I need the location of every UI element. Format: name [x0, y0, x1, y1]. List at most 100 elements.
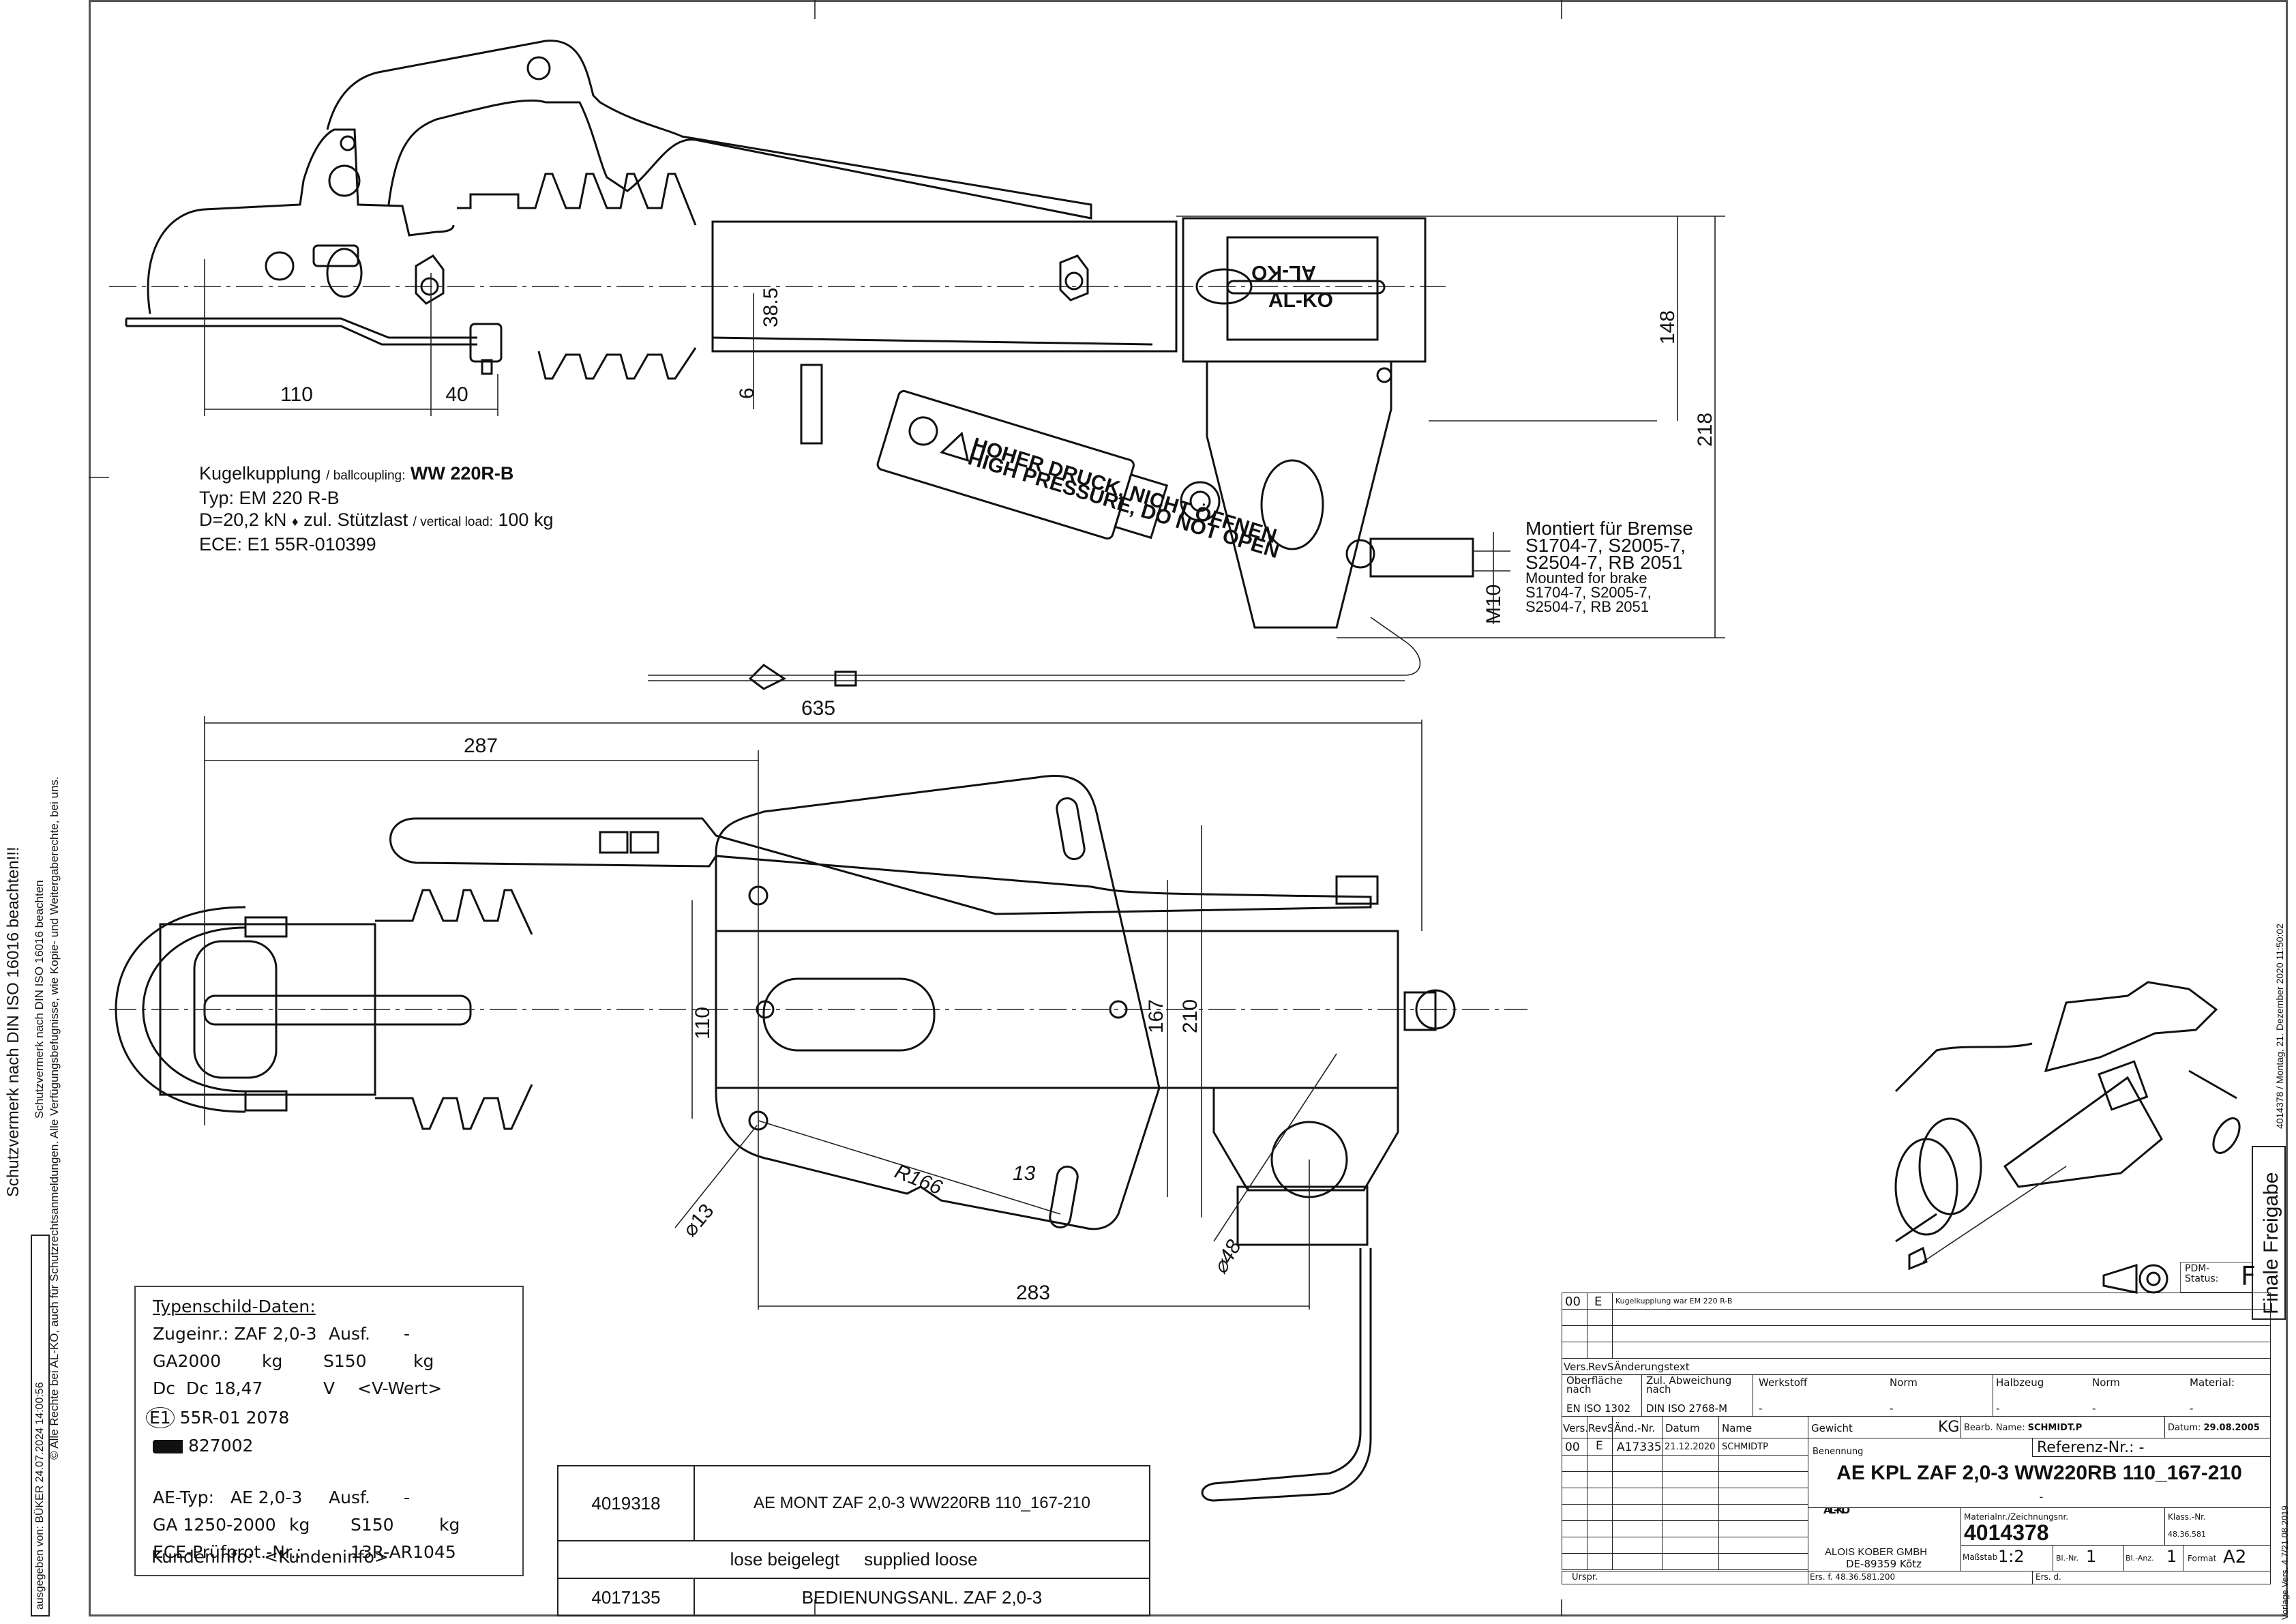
parts-list: 4019318 AE MONT ZAF 2,0-3 WW220RB 110_16… [557, 1465, 1150, 1616]
coupling-spec: Kugelkupplung / ballcoupling: WW 220R-B … [199, 462, 553, 555]
brand-label-mirrored: AL-KO [1251, 261, 1316, 284]
nameplate-title: Typenschild-Daten: [153, 1297, 316, 1316]
dim-287: 287 [464, 735, 498, 757]
norm1-label: Norm [1890, 1376, 1918, 1389]
dim-r166: R166 [891, 1160, 945, 1200]
spec-vertical-load-label: zul. Stützlast [303, 510, 408, 530]
company-address: DE-89359 Kötz [1846, 1558, 1922, 1570]
date-value: 29.08.2005 [2203, 1423, 2260, 1433]
sheet-count-label: Bl.-Anz. [2126, 1554, 2154, 1563]
material-label: Material: [2190, 1376, 2235, 1389]
change-revs: E [1596, 1439, 1603, 1453]
class-number-label: Klass.-Nr. [2168, 1512, 2206, 1522]
parts-item-number: 4019318 [558, 1466, 695, 1541]
material-number-label: Materialnr./Zeichnungsnr. [1964, 1512, 2069, 1522]
class-number-value: 48.36.581 [2168, 1530, 2206, 1539]
change-header-name: Name [1722, 1422, 1753, 1434]
norm1-value: - [1890, 1402, 1894, 1415]
change-name: SCHMIDTP [1722, 1442, 1768, 1452]
drawbar-tube [711, 220, 1178, 353]
designation-label: Benennung [1813, 1447, 1864, 1457]
werkstoff-value: - [1759, 1402, 1763, 1415]
sheet-frame [89, 0, 2288, 1616]
change-header-vers: Vers. [1563, 1422, 1587, 1434]
spec-vertical-load-value: 100 kg [498, 510, 554, 530]
dim-6: 6 [736, 387, 758, 399]
top-view: 635 287 110 167 210 ⌀13 R166 13 283 ⌀48 [109, 697, 1527, 1502]
brake-note: Montiert für Bremse S1704-7, S2005-7, S2… [1525, 518, 1693, 615]
spec-ece: ECE: E1 55R-010399 [199, 534, 376, 555]
change-header-nr: Änd.-Nr. [1614, 1422, 1656, 1434]
side-view: AL-KO AL-KO HOHER DRUCK, NICHT ÖFFNEN HI… [109, 40, 1725, 690]
change-header-revs: RevS [1588, 1422, 1613, 1434]
dim-dia48: ⌀48 [1208, 1236, 1245, 1278]
projection-symbol [2102, 1263, 2168, 1294]
dim-38-5: 38.5 [760, 288, 782, 327]
change-nr: A17335 [1617, 1441, 1662, 1454]
pipe-clamp [1212, 1088, 1399, 1192]
brand-label: AL-KO [1268, 289, 1333, 312]
spec-coupling-model: WW 220R-B [410, 463, 514, 484]
reference-number: Referenz-Nr.: - [2037, 1439, 2145, 1456]
material-number: 4014378 [1964, 1520, 2049, 1545]
norm2-label: Norm [2092, 1376, 2120, 1389]
rev-header-text: Änderungstext [1614, 1361, 1690, 1373]
spec-d-value: D=20,2 kN [199, 510, 287, 530]
werkstoff-label: Werkstoff [1759, 1376, 1808, 1389]
diamond-icon: ♦ [291, 515, 299, 529]
surface-label: Oberfläche nach [1566, 1374, 1623, 1396]
norm2-value: - [2092, 1402, 2096, 1415]
dim-13-slot: 13 [1013, 1162, 1036, 1185]
parts-item-description: AE MONT ZAF 2,0-3 WW220RB 110_167-210 [695, 1466, 1149, 1541]
spec-coupling-label: Kugelkupplung [199, 463, 321, 484]
brake-note-de-line1: S1704-7, S2005-7, [1525, 535, 1686, 556]
dim-210: 210 [1179, 999, 1202, 1033]
scale-value: 1:2 [1998, 1547, 2025, 1566]
brake-note-de-title: Montiert für Bremse [1525, 518, 1693, 539]
change-datum: 21.12.2020 [1665, 1442, 1716, 1452]
rev-revs: E [1594, 1295, 1602, 1309]
coupling-head [147, 128, 455, 314]
top-dimensions: 635 287 110 167 210 ⌀13 R166 13 283 ⌀48 [204, 697, 1422, 1310]
weight-label: Gewicht [1811, 1422, 1853, 1434]
protection-notice-sub: Schutzvermerk nach DIN ISO 16016 beachte… [33, 880, 46, 1119]
handle-top-view [389, 817, 1372, 915]
coupling-handle [326, 40, 1092, 220]
spec-vertical-load-sub: / vertical load: [413, 515, 493, 529]
origin-label: Urspr. [1572, 1572, 1598, 1582]
template-version: Vorlage Vers. 4.7/21.08.2019 [2280, 1505, 2290, 1620]
dim-218: 218 [1694, 413, 1716, 447]
replaced-by: Ers. d. [2036, 1572, 2061, 1582]
editor-value: SCHMIDT.P [2027, 1423, 2083, 1433]
dim-283: 283 [1016, 1282, 1050, 1304]
dim-167: 167 [1145, 999, 1167, 1033]
change-vers: 00 [1565, 1441, 1580, 1454]
nameplate-row: Kundeninfo: <Kundeninfo> [151, 1547, 389, 1567]
dim-635: 635 [801, 697, 835, 720]
protection-notice: Schutzvermerk nach DIN ISO 16016 beachte… [4, 846, 23, 1197]
spec-coupling-sub: / ballcoupling: [326, 469, 406, 483]
nameplate-row: 827002 [153, 1436, 253, 1456]
halbzeug-label: Halbzeug [1996, 1376, 2044, 1389]
issued-stamp: ausgegeben von: BÜKER 24.07.2024 14:00:5… [31, 1235, 50, 1616]
surface-value: EN ISO 1302 [1566, 1402, 1631, 1415]
rev-vers: 00 [1565, 1295, 1581, 1309]
halbzeug-value: - [1996, 1402, 2000, 1415]
dim-dia13: ⌀13 [679, 1200, 718, 1241]
format-value: A2 [2223, 1547, 2247, 1567]
hex-nut [415, 254, 445, 305]
frame-zone-ticks [89, 0, 1562, 1616]
sheet-number-value: 1 [2086, 1547, 2097, 1566]
file-stamp: 4014378 / Montag, 21. Dezember 2020 11:5… [2274, 924, 2285, 1129]
rev-text: Kugelkupplung war EM 220 R-B [1615, 1297, 1733, 1305]
tolerance-value: DIN ISO 2768-M [1646, 1402, 1728, 1415]
dim-110: 110 [280, 383, 313, 406]
rev-header-vers: Vers. [1564, 1361, 1590, 1373]
date-label: Datum: [2168, 1423, 2201, 1433]
release-status-box: Finale Freigabe [2252, 1146, 2286, 1320]
